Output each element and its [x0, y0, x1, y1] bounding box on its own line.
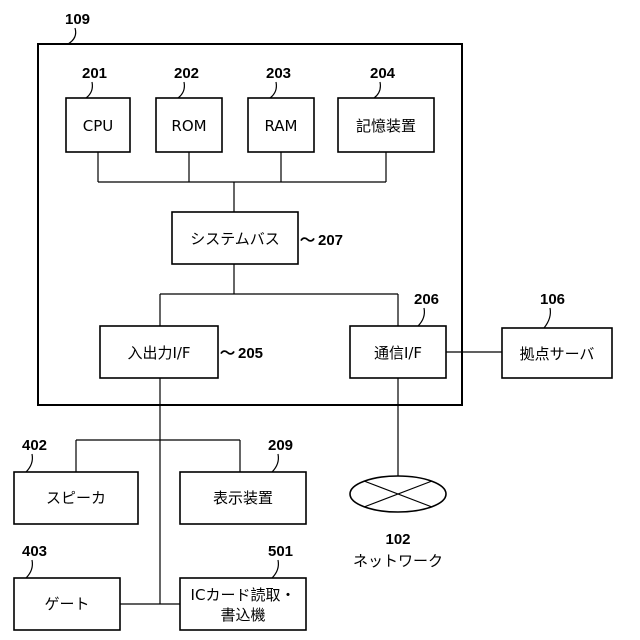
leader-106: [544, 308, 550, 328]
ref-206: 206: [414, 291, 439, 308]
ref-501: 501: [268, 543, 293, 560]
leader-501: [272, 560, 278, 578]
tilde-207: 〜: [300, 232, 315, 249]
ref-102: 102: [385, 531, 410, 548]
system-bus-label: システムバス: [190, 230, 280, 248]
ref-402: 402: [22, 437, 47, 454]
leader-403: [26, 560, 32, 578]
comm-if-label: 通信I/F: [374, 344, 422, 362]
rom-label: ROM: [171, 117, 206, 135]
ref-204: 204: [370, 65, 396, 82]
leader-109: [68, 28, 76, 44]
ref-207: 207: [318, 232, 343, 249]
lower-bus-lines: [160, 264, 398, 326]
base-server-label: 拠点サーバ: [520, 345, 595, 363]
ref-201: 201: [82, 65, 107, 82]
leader-402: [26, 454, 32, 472]
ref-205: 205: [238, 345, 263, 362]
leader-206: [418, 308, 424, 326]
speaker-label: スピーカ: [46, 489, 106, 507]
ref-106: 106: [540, 291, 565, 308]
ref-403: 403: [22, 543, 47, 560]
network-label: ネットワーク: [353, 552, 443, 570]
ic-reader-label-line1: ICカード読取・: [191, 586, 296, 604]
leader-203: [270, 82, 276, 98]
tilde-205: 〜: [220, 345, 235, 362]
leader-209: [272, 454, 278, 472]
io-if-label: 入出力I/F: [127, 344, 190, 362]
ref-109: 109: [65, 11, 90, 28]
cpu-label: CPU: [83, 117, 114, 135]
gate-label: ゲート: [44, 595, 89, 613]
storage-label: 記憶装置: [356, 117, 416, 135]
leader-201: [86, 82, 92, 98]
display-label: 表示装置: [213, 489, 273, 507]
leader-204: [374, 82, 380, 98]
ref-202: 202: [174, 65, 199, 82]
ic-reader-label-line2: 書込機: [220, 606, 265, 624]
leader-202: [178, 82, 184, 98]
ref-209: 209: [268, 437, 293, 454]
ref-203: 203: [266, 65, 291, 82]
upper-bus-lines: [98, 152, 386, 212]
ram-label: RAM: [264, 117, 297, 135]
